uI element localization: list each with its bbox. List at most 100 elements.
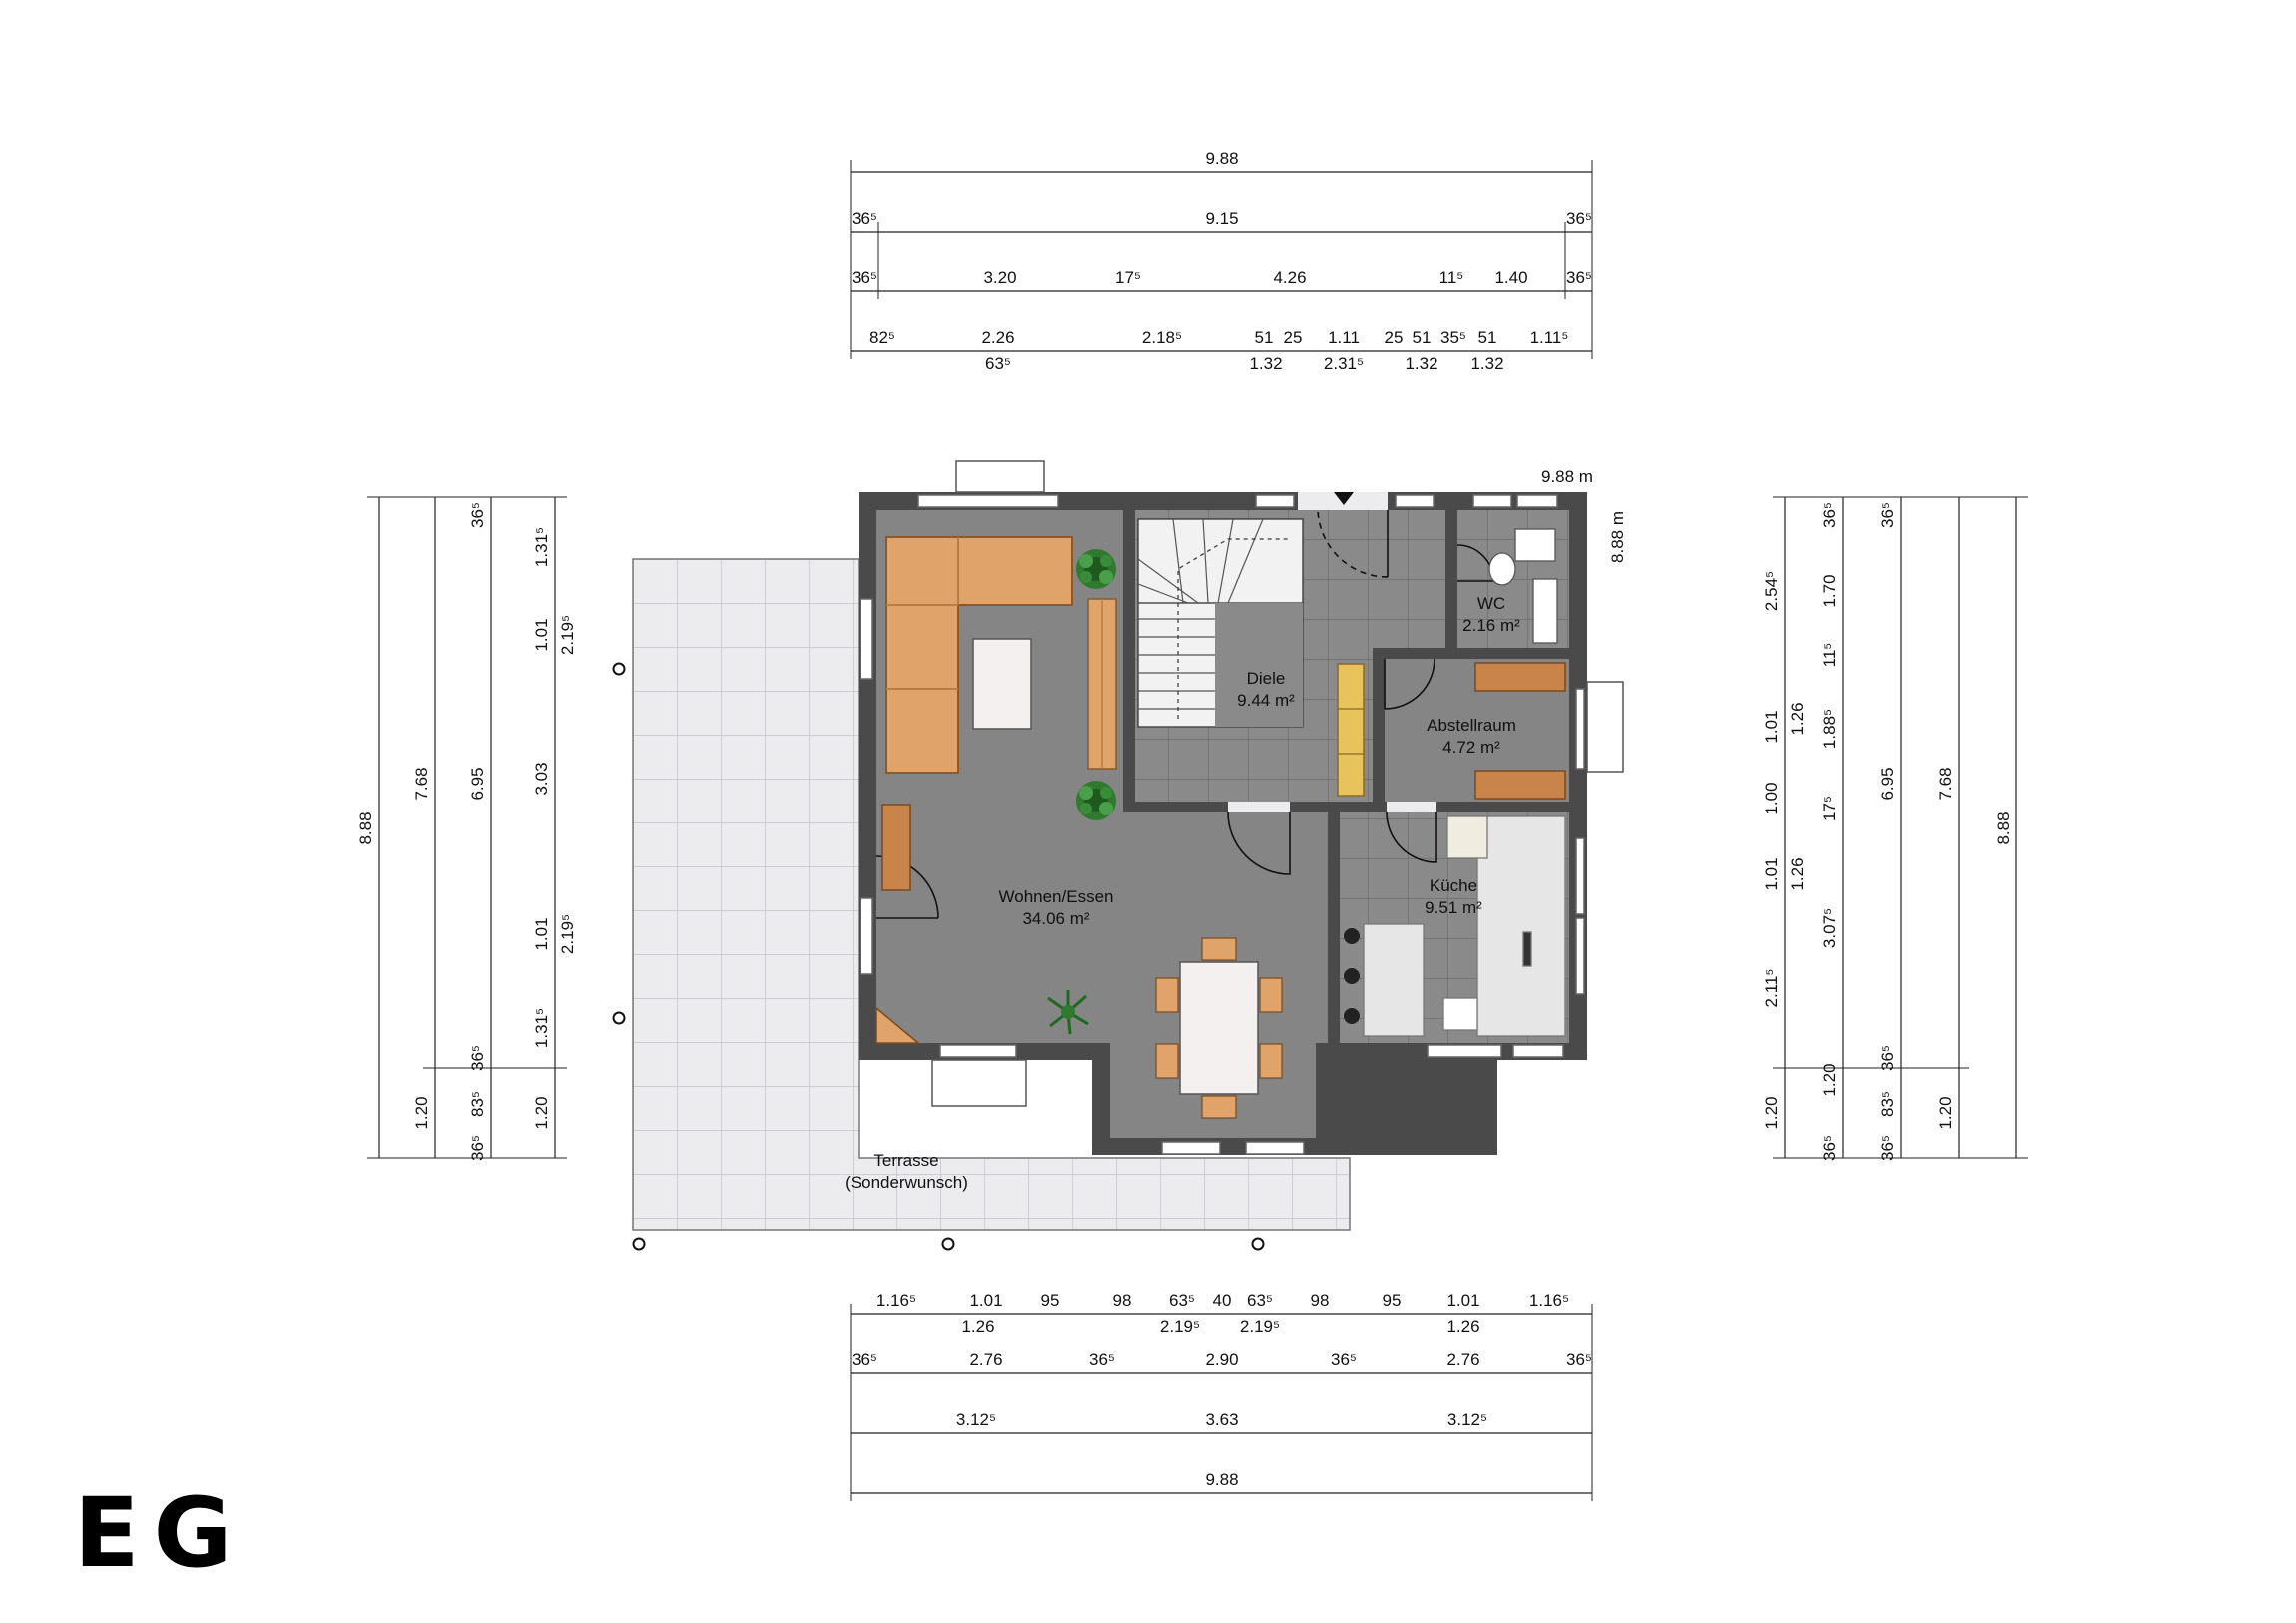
right-dim: 3.07⁵: [1820, 908, 1839, 948]
top-dim: 51: [1413, 328, 1432, 347]
right-dim: 17⁵: [1820, 796, 1839, 821]
bottom-dim: 2.19⁵: [1160, 1317, 1200, 1336]
top-dim: 25: [1385, 328, 1404, 347]
top-dim: 82⁵: [869, 328, 895, 347]
bottom-dim: 63⁵: [1169, 1291, 1195, 1310]
room-area-kueche: 9.51 m²: [1425, 898, 1482, 917]
right-dim: 36⁵: [1878, 1135, 1897, 1161]
top-dim: 1.11: [1328, 328, 1360, 347]
right-dim: 1.01: [1762, 710, 1781, 743]
right-dimensions: 2.54⁵ 1.01 1.00 1.01 2.11⁵ 1.20 36⁵ 1.70…: [1762, 502, 2012, 1161]
top-dim: 51: [1478, 328, 1497, 347]
right-dim: 2.11⁵: [1762, 969, 1781, 1008]
bottom-dim: 1.01: [969, 1291, 1002, 1310]
top-dim: 63⁵: [985, 354, 1011, 373]
left-dim: 1.31⁵: [532, 527, 551, 567]
right-dim: 1.01: [1762, 857, 1781, 890]
right-dim: 36⁵: [1878, 502, 1897, 528]
bottom-dim: 1.26: [961, 1317, 994, 1336]
top-dim: 25: [1284, 328, 1303, 347]
right-dim-total: 8.88: [1994, 812, 2012, 844]
right-dim: 1.20: [1762, 1096, 1781, 1129]
interior-walls: [1123, 510, 1569, 1043]
windows: [860, 494, 1585, 1155]
top-dim: 4.26: [1273, 269, 1306, 287]
top-dim: 2.18⁵: [1142, 328, 1182, 347]
room-note-terrasse: (Sonderwunsch): [845, 1173, 968, 1192]
top-dim: 1.32: [1470, 354, 1503, 373]
left-dim: 6.95: [468, 767, 487, 800]
left-dim: 36⁵: [468, 1045, 487, 1071]
right-dim: 11⁵: [1820, 643, 1839, 668]
top-dim: 51: [1255, 328, 1274, 347]
top-dim: 1.32: [1249, 354, 1282, 373]
sideboard: [1087, 598, 1117, 770]
room-area-wc: 2.16 m²: [1462, 616, 1520, 635]
right-dim: 1.00: [1762, 782, 1781, 814]
left-dim: 2.19⁵: [558, 615, 577, 655]
right-dim: 2.54⁵: [1762, 571, 1781, 611]
left-dim: 36⁵: [468, 502, 487, 528]
top-dim: 1.40: [1494, 269, 1527, 287]
room-area-abstellraum: 4.72 m²: [1442, 738, 1500, 757]
right-dim: 1.70: [1820, 574, 1839, 607]
top-dim-total: 9.88: [1205, 149, 1238, 168]
dining-table: [1155, 937, 1283, 1119]
top-dim: 2.26: [981, 328, 1014, 347]
left-dim: 3.03: [532, 762, 551, 795]
bottom-dim: 98: [1113, 1291, 1132, 1310]
right-dim: 36⁵: [1820, 502, 1839, 528]
bottom-dim: 40: [1213, 1291, 1232, 1310]
left-dim: 36⁵: [468, 1135, 487, 1161]
right-dim: 1.26: [1788, 857, 1807, 890]
left-dim: 2.19⁵: [558, 914, 577, 954]
diele-bench: [1337, 663, 1365, 797]
room-area-wohnen: 34.06 m²: [1022, 909, 1089, 928]
exterior-elements: [931, 460, 1624, 1107]
sofa: [885, 536, 1073, 774]
hob-burners: [1344, 928, 1360, 1024]
right-dim: 83⁵: [1878, 1091, 1897, 1117]
bottom-dim: 36⁵: [1331, 1351, 1357, 1369]
bottom-dim-total: 9.88: [1205, 1470, 1238, 1489]
left-dim: 1.01: [532, 618, 551, 651]
bottom-dim: 36⁵: [852, 1351, 877, 1369]
right-dim: 1.20: [1820, 1063, 1839, 1096]
bottom-dim: 3.12⁵: [1447, 1410, 1487, 1429]
top-dim: 9.15: [1205, 209, 1238, 228]
left-dim: 1.20: [532, 1096, 551, 1129]
top-dim: 36⁵: [852, 269, 877, 287]
corner-shelf: [875, 1006, 921, 1044]
bottom-dim: 2.90: [1205, 1351, 1238, 1369]
left-dim: 1.20: [412, 1096, 431, 1129]
bottom-dim: 36⁵: [1089, 1351, 1115, 1369]
room-name-terrasse: Terrasse: [873, 1151, 938, 1170]
bottom-dim: 1.01: [1446, 1291, 1479, 1310]
bottom-dim: 1.16⁵: [876, 1291, 916, 1310]
staircase: [1137, 518, 1304, 728]
bottom-dim: 3.12⁵: [956, 1410, 996, 1429]
room-name-wohnen: Wohnen/Essen: [999, 887, 1114, 906]
left-dim: 1.01: [532, 917, 551, 950]
room-name-wc: WC: [1477, 594, 1505, 613]
terrace-columns: [612, 662, 1265, 1251]
overall-depth-label: 8.88 m: [1608, 511, 1627, 563]
room-area-diele: 9.44 m²: [1237, 691, 1295, 710]
bottom-dim: 1.26: [1446, 1317, 1479, 1336]
bottom-dim: 98: [1311, 1291, 1330, 1310]
top-dim: 3.20: [983, 269, 1016, 287]
left-dimensions: 8.88 7.68 1.20 36⁵ 6.95 36⁵ 83⁵ 36⁵ 1.31…: [356, 502, 577, 1161]
cabinet: [881, 804, 911, 891]
right-dim: 7.68: [1936, 767, 1955, 800]
top-dim: 36⁵: [1566, 269, 1592, 287]
right-dim: 1.20: [1936, 1096, 1955, 1129]
overall-width-label: 9.88 m: [1541, 467, 1593, 486]
bottom-dim: 2.76: [969, 1351, 1002, 1369]
room-name-diele: Diele: [1247, 669, 1286, 688]
bottom-dim: 1.16⁵: [1529, 1291, 1569, 1310]
top-dim: 1.32: [1405, 354, 1437, 373]
left-dim: 83⁵: [468, 1091, 487, 1117]
floor-label: EG: [74, 1477, 247, 1589]
right-dim: 36⁵: [1820, 1135, 1839, 1161]
